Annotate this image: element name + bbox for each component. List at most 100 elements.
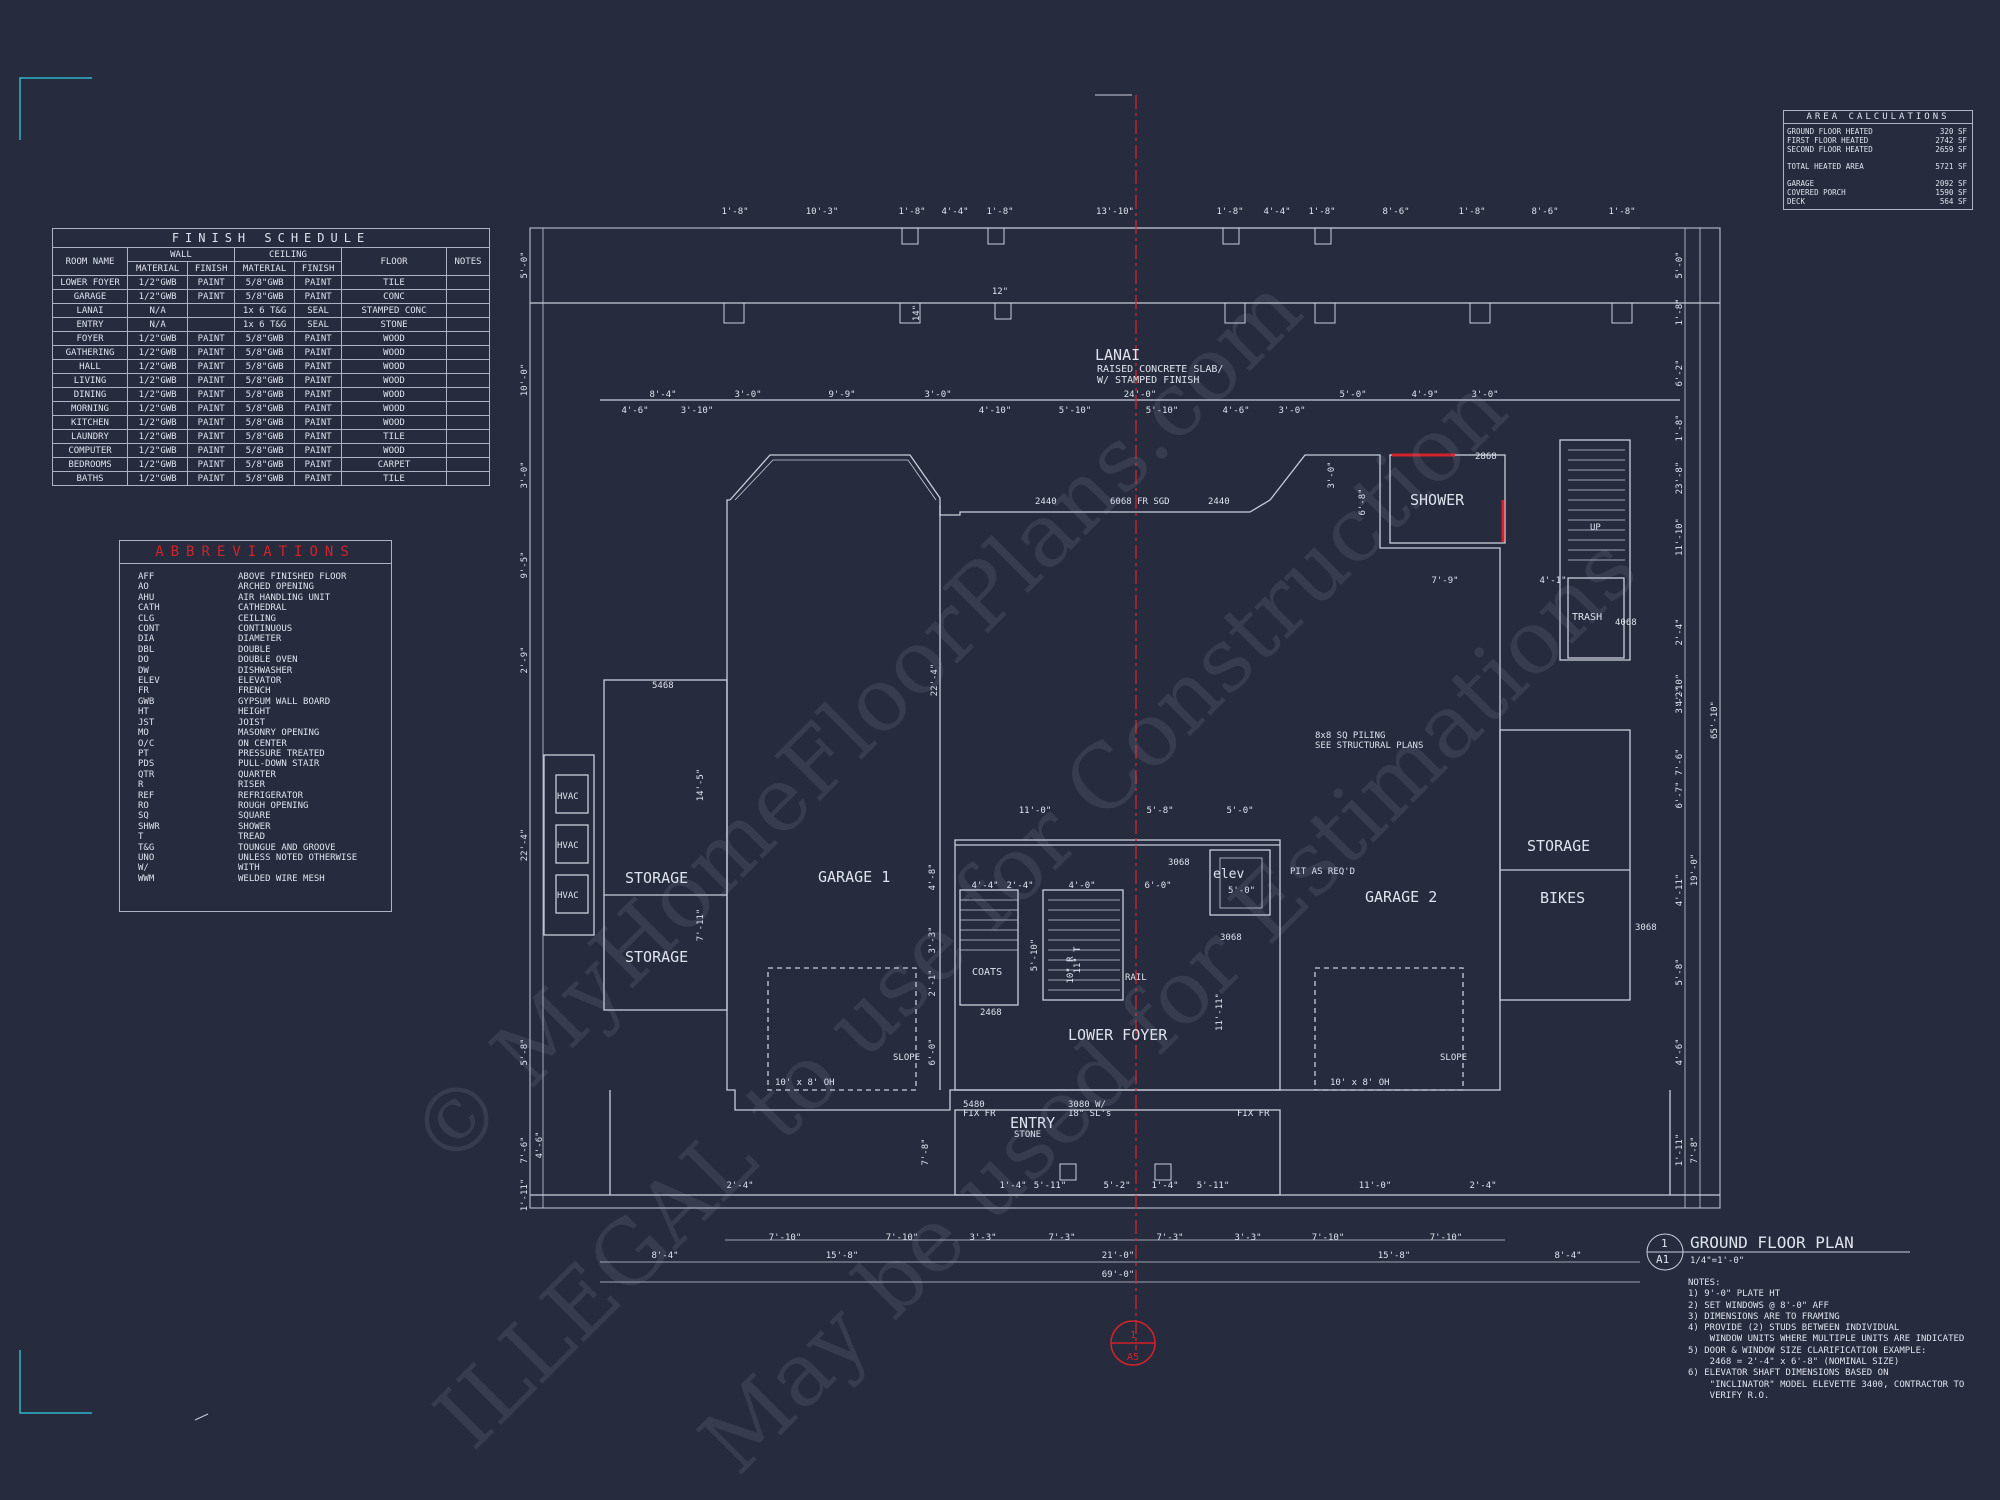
list-item: T TREAD [120, 832, 391, 842]
dimension-label: 3'-3" [969, 1233, 996, 1243]
abbreviation-meaning: PULL-DOWN STAIR [238, 759, 320, 770]
dimension-label: 4'-6" [535, 1131, 545, 1158]
abbreviation-code: AO [138, 582, 149, 593]
entry-note: STONE [1014, 1130, 1041, 1140]
dimension-label: 10'-3" [806, 207, 839, 217]
abbreviation-code: R [138, 780, 144, 791]
dimension-label: 22'-4" [520, 829, 530, 862]
dimension-label: 11'-0" [1359, 1181, 1392, 1191]
dimension-label: 1'-4" [1151, 1181, 1178, 1191]
table-cell: 1/2"GWB [126, 275, 189, 290]
area-label: DECK [1787, 197, 1806, 206]
dimension-label: 5'-8" [1675, 958, 1685, 985]
abbreviation-meaning: ELEVATOR [238, 676, 282, 687]
door-2468: 2468 [980, 1008, 1002, 1018]
abbreviation-meaning: AIR HANDLING UNIT [238, 592, 331, 603]
plan-scale: 1/4"=1'-0" [1690, 1256, 1745, 1266]
dimension-label: 3'-0" [734, 390, 761, 400]
dimension-label: 5'-0" [1675, 251, 1685, 278]
dimension-label: 1'-11" [1675, 1134, 1685, 1167]
dimension-label: 6'-7" [1675, 781, 1685, 808]
dimension-label: 5'-8" [1146, 806, 1173, 816]
note-line: VERIFY R.O. [1688, 1390, 1770, 1401]
table-cell: 5/8"GWB [233, 471, 296, 486]
abbreviation-code: DO [138, 655, 149, 666]
dimension-label: 2'-4" [1469, 1181, 1496, 1191]
abbreviation-meaning: HEIGHT [238, 707, 271, 718]
abbreviation-code: RO [138, 800, 149, 811]
dimension-label: 2'-4" [1006, 881, 1033, 891]
dimension-label: 1'-8" [1458, 207, 1485, 217]
dimension-label: 5'-8" [520, 1038, 530, 1065]
dimension-label: 5'-11" [1197, 1181, 1230, 1191]
table-cell [446, 471, 490, 486]
abbreviation-code: CLG [138, 613, 155, 624]
dimension-label: 4'-9" [1411, 390, 1438, 400]
dimension-label: 15'-8" [826, 1251, 859, 1261]
hvac-3: HVAC [557, 891, 579, 901]
elev-dim: 5'-0" [1228, 886, 1255, 896]
abbreviation-meaning: WELDED WIRE MESH [238, 873, 325, 884]
room-garage-2: GARAGE 2 [1365, 888, 1437, 906]
abbreviation-meaning: JOIST [238, 717, 266, 728]
area-value: 320 SF [1939, 127, 1967, 136]
dimension-label: 3'-0" [1278, 406, 1305, 416]
room-garage-1: GARAGE 1 [818, 868, 890, 886]
door-5480: 5480 [963, 1100, 985, 1110]
dimension-label: 8'-6" [1531, 207, 1558, 217]
abbreviation-code: ELEV [138, 676, 160, 687]
rail-label: RAIL [1125, 973, 1147, 983]
dimension-label: 15'-8" [1378, 1251, 1411, 1261]
dimension-label: 3'-0" [520, 461, 530, 488]
dimension-label: 5'-10" [1030, 939, 1040, 972]
area-value: 2742 SF [1935, 136, 1967, 145]
dimension-label: 7'-11" [696, 909, 706, 942]
dimension-label: 8'-6" [1382, 207, 1409, 217]
dimension-label: 1'-11" [520, 1179, 530, 1212]
dimension-label: 11'-10" [1675, 518, 1685, 556]
fix-fr-2: FIX FR [1237, 1109, 1270, 1119]
slope-label-1: SLOPE [893, 1053, 920, 1063]
dimension-label: 2'-4" [726, 1181, 753, 1191]
up-label: UP [1590, 523, 1601, 533]
plan-title: GROUND FLOOR PLAN [1690, 1233, 1854, 1252]
area-label: GARAGE [1787, 179, 1815, 188]
lanai-note-2: W/ STAMPED FINISH [1097, 375, 1199, 386]
dimension-label: 6'-0" [1144, 881, 1171, 891]
abbreviation-meaning: MASONRY OPENING [238, 728, 320, 739]
note-line: "INCLINATOR" MODEL ELEVETTE 3400, CONTRA… [1688, 1379, 1965, 1390]
dimension-label: 14" [912, 305, 922, 321]
abbreviation-meaning: TREAD [238, 832, 266, 843]
abbreviation-code: T [138, 832, 144, 843]
door-2440-a: 2440 [1035, 497, 1057, 507]
dimension-label: 3'-10" [681, 406, 714, 416]
lanai-note-1: RAISED CONCRETE SLAB/ [1097, 364, 1223, 375]
abbreviation-meaning: DIAMETER [238, 634, 282, 645]
abbreviation-code: CONT [138, 624, 160, 635]
dimension-label: 7'-9" [1431, 576, 1458, 586]
dimension-label: 4'-6" [621, 406, 648, 416]
piling-note-1: 8x8 SQ PILING [1315, 731, 1385, 741]
dimension-label: 8'-4" [649, 390, 676, 400]
area-value: 1590 SF [1935, 188, 1967, 197]
dimension-label: 3'-3" [928, 926, 938, 953]
dimension-label: 5'-11" [1034, 1181, 1067, 1191]
dimension-label: 24'-0" [1124, 390, 1157, 400]
abbreviation-code: UNO [138, 852, 155, 863]
dimension-label: 4'-1" [1539, 576, 1566, 586]
dimension-label: 1'-8" [1308, 207, 1335, 217]
room-shower: SHOWER [1410, 491, 1465, 509]
